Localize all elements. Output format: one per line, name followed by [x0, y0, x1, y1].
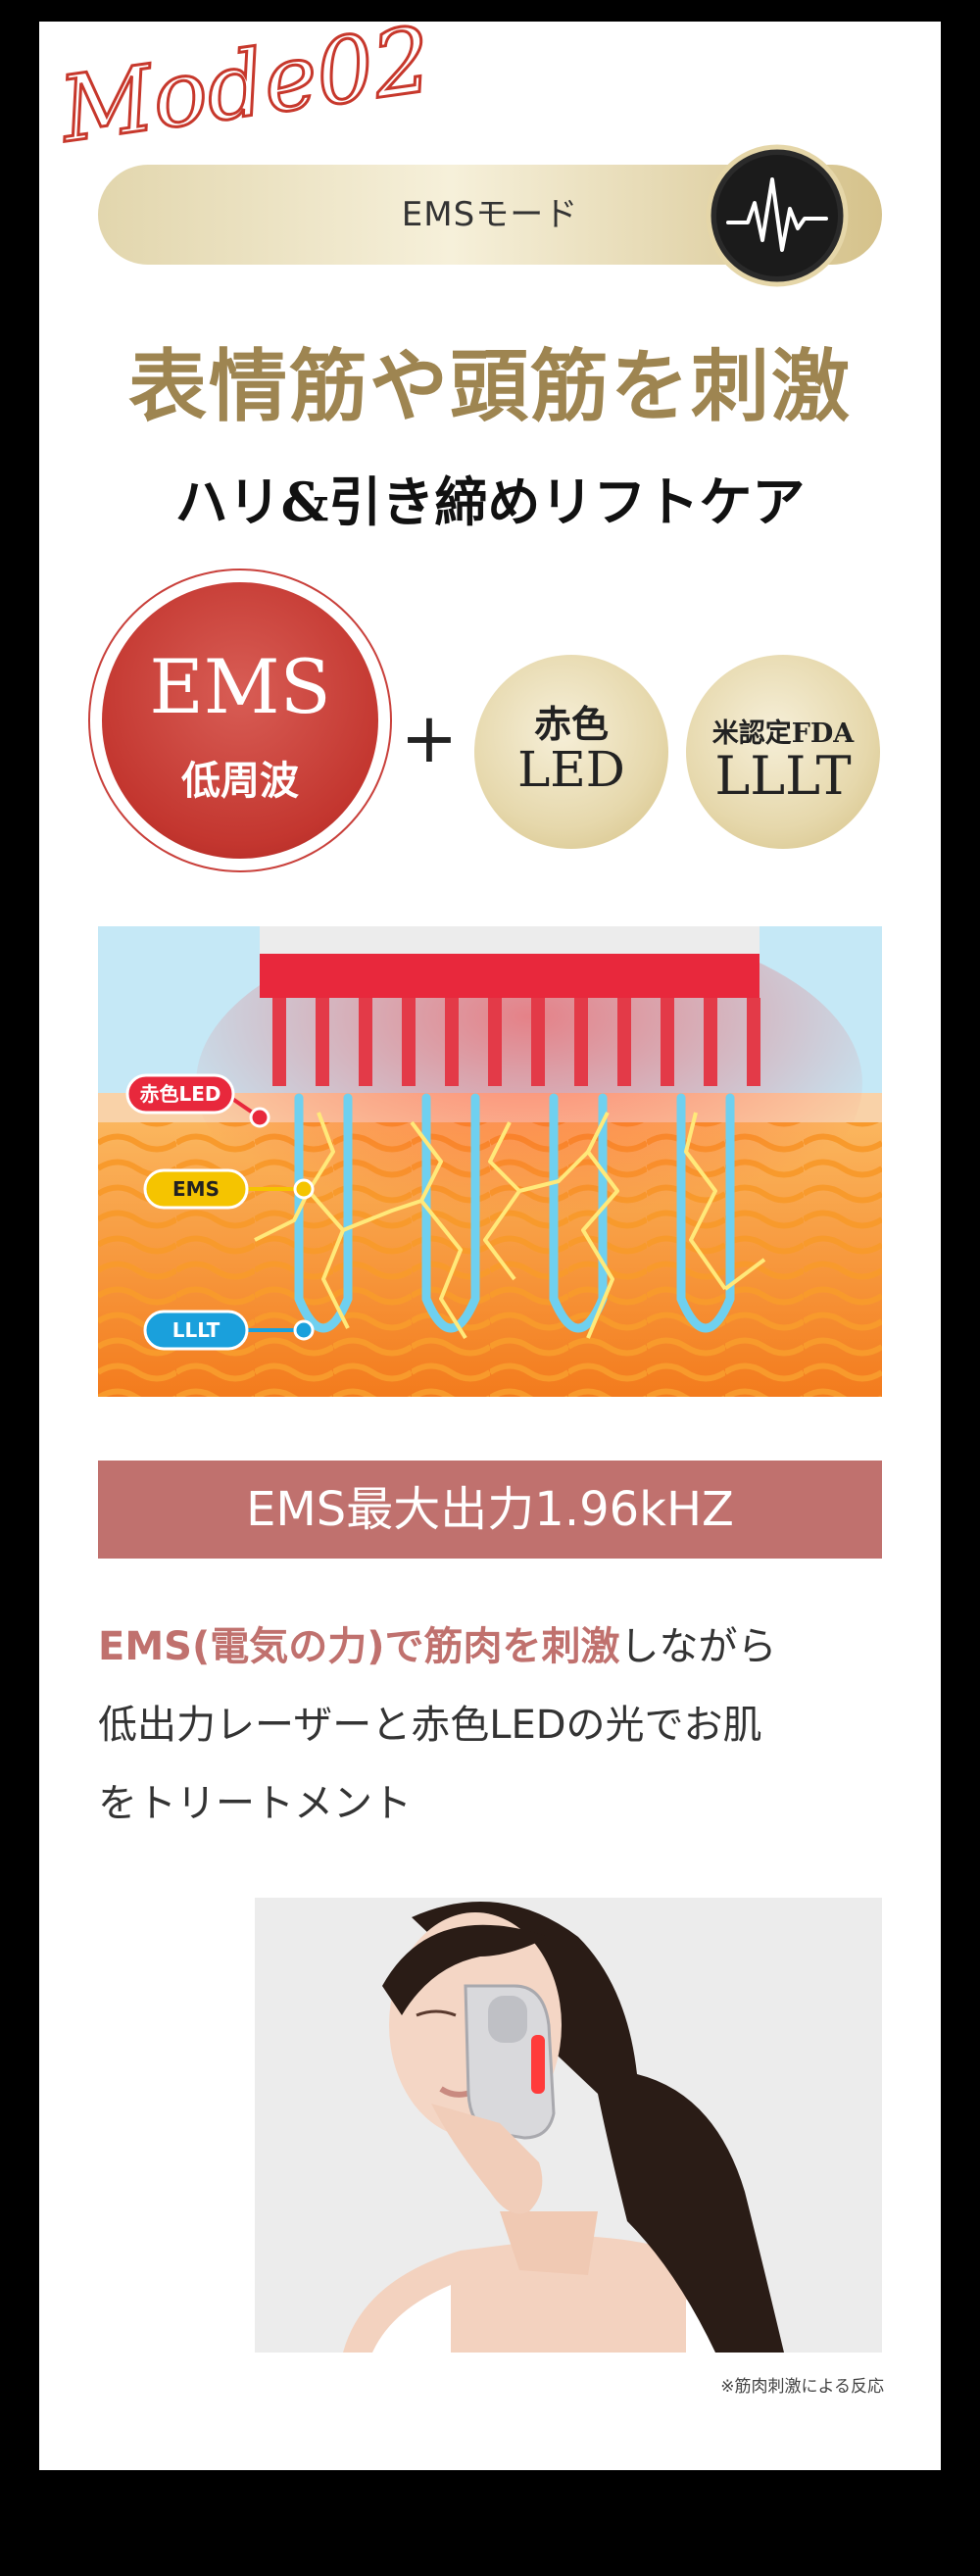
description-highlight: EMS(電気の力)で筋肉を刺激 [98, 1624, 620, 1669]
mode-pill-label: EMSモード [401, 195, 579, 234]
lllt-badge-top: 米認定FDA [711, 718, 855, 749]
description-line-1: EMS(電気の力)で筋肉を刺激しながら [98, 1608, 902, 1686]
label-lllt-text: LLLT [172, 1318, 220, 1342]
ems-badge-inner: EMS 低周波 [102, 582, 378, 859]
red-led-badge-top: 赤色 [533, 702, 609, 746]
lllt-badge-bottom: LLLT [714, 745, 852, 807]
ems-lightning [254, 1112, 766, 1340]
description-line-1-rest: しながら [619, 1624, 777, 1669]
red-led-badge: 赤色 LED [474, 655, 668, 849]
label-ems: EMS [143, 1168, 315, 1210]
description: EMS(電気の力)で筋肉を刺激しながら 低出力レーザーと赤色LEDの光でお肌 を… [98, 1608, 902, 1843]
lllt-beams [294, 1093, 735, 1333]
description-line-3: をトリートメント [98, 1781, 412, 1826]
red-led-badge-bottom: LED [517, 741, 625, 798]
mode-label: Mode02 [52, 7, 437, 147]
headline: 表情筋や頭筋を刺激 [128, 340, 852, 432]
plus-sign: + [400, 698, 459, 778]
label-red-led-text: 赤色LED [139, 1082, 220, 1106]
spec-text: EMS最大出力1.96kHZ [246, 1482, 734, 1537]
description-line-2: 低出力レーザーと赤色LEDの光でお肌 [98, 1703, 762, 1748]
mode-script-title: Mode02 [51, 6, 439, 147]
ems-badge-subtitle: 低周波 [181, 758, 299, 804]
ems-badge: EMS 低周波 [88, 569, 392, 872]
label-ems-text: EMS [172, 1177, 220, 1201]
footnote: ※筋肉刺激による反応 [720, 2377, 884, 2397]
device-head [260, 954, 760, 998]
ems-badge-title: EMS [149, 643, 331, 730]
label-red-led: 赤色LED [125, 1073, 270, 1128]
pulse-icon [704, 142, 851, 289]
spec-bar: EMS最大出力1.96kHZ [98, 1461, 882, 1559]
lllt-badge: 米認定FDA LLLT [686, 655, 880, 849]
led-pins [272, 998, 760, 1086]
label-lllt: LLLT [143, 1310, 315, 1351]
product-usage-photo [255, 1898, 882, 2353]
device-body [260, 926, 760, 956]
treatment-diagram: 赤色LED EMS LLLT [98, 926, 882, 1397]
subheadline: ハリ&引き締めリフトケア [174, 471, 806, 533]
